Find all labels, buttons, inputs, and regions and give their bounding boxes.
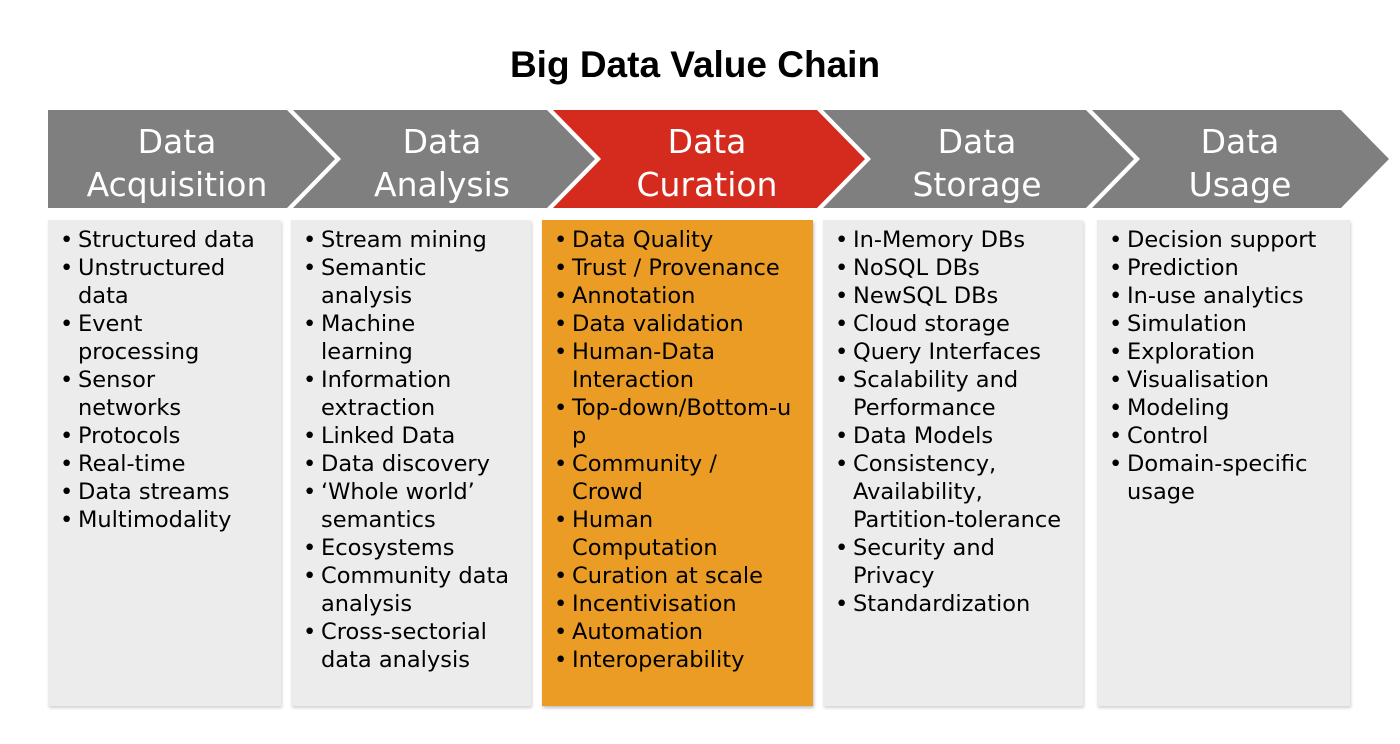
list-item: Data streams [60,478,275,506]
list-item: Interoperability [554,646,807,674]
list-item: Standardization [835,590,1077,618]
list-item: Information extraction [303,366,481,422]
item-list: Structured data Unstructured data Event … [60,226,275,534]
panel-acquisition: Structured data Unstructured data Event … [48,220,281,706]
stage-arrow-analysis [293,110,595,208]
stage-label-line2: Storage [912,165,1042,204]
item-list: Data Quality Trust / Provenance Annotati… [554,226,807,674]
list-item: Prediction [1109,254,1344,282]
list-item: Exploration [1109,338,1344,366]
list-item: Query Interfaces [835,338,1077,366]
list-item: Cloud storage [835,310,1077,338]
list-item: Structured data [60,226,268,254]
stage-arrow-storage [823,110,1134,208]
list-item: Curation at scale [554,562,807,590]
list-item: NoSQL DBs [835,254,1077,282]
list-item: In-Memory DBs [835,226,1077,254]
list-item: Trust / Provenance [554,254,807,282]
list-item: Simulation [1109,310,1344,338]
list-item: Visualisation [1109,366,1344,394]
stage-label-line2: Analysis [374,165,510,204]
list-item: Scalability and Performance [835,366,1033,422]
list-item: Linked Data [303,422,525,450]
list-item: Annotation [554,282,807,310]
list-item: Consistency, Availability, Partition-tol… [835,450,1083,534]
list-item: Decision support [1109,226,1344,254]
list-item: Domain-specific usage [1109,450,1327,506]
stage-arrow-curation [553,110,865,208]
stage-label-line2: Usage [1188,165,1292,204]
item-list: Stream mining Semantic analysis Machine … [303,226,525,674]
list-item: Control [1109,422,1344,450]
stage-label-line1: Data [937,122,1017,161]
list-item: Human-Data Interaction [554,338,742,394]
list-item: Data Quality [554,226,807,254]
list-item: Modeling [1109,394,1344,422]
stage-label-line2: Curation [636,165,778,204]
stage-label-line1: Data [1200,122,1280,161]
panel-storage: In-Memory DBs NoSQL DBs NewSQL DBs Cloud… [823,220,1083,706]
panel-analysis: Stream mining Semantic analysis Machine … [291,220,531,706]
list-item: Data discovery [303,450,525,478]
list-item: Protocols [60,422,275,450]
list-item: NewSQL DBs [835,282,1077,310]
list-item: Security and Privacy [835,534,1013,590]
list-item: Community data analysis [303,562,521,618]
list-item: Multimodality [60,506,275,534]
stage-label-line1: Data [667,122,747,161]
stage-label-line1: Data [402,122,482,161]
list-item: Top-down/Bottom-up [554,394,802,450]
list-item: Semantic analysis [303,254,471,310]
item-list: Decision support Prediction In-use analy… [1109,226,1344,506]
panel-curation: Data Quality Trust / Provenance Annotati… [542,220,813,706]
list-item: Sensor networks [60,366,228,422]
list-item: Community / Crowd [554,450,732,506]
stage-label-line1: Data [137,122,217,161]
list-item: Cross-sectorial data analysis [303,618,511,674]
list-item: Data Models [835,422,1077,450]
list-item: Ecosystems [303,534,525,562]
diagram-title: Big Data Value Chain [509,44,881,85]
list-item: In-use analytics [1109,282,1344,310]
list-item: Event processing [60,310,228,366]
list-item: Incentivisation [554,590,807,618]
list-item: Automation [554,618,807,646]
item-list: In-Memory DBs NoSQL DBs NewSQL DBs Cloud… [835,226,1077,618]
list-item: Human Computation [554,506,742,562]
stage-arrow-acquisition [48,110,335,208]
list-item: Machine learning [303,310,471,366]
list-item: ‘Whole world’ semantics [303,478,511,534]
list-item: Unstructured data [60,254,268,310]
list-item: Stream mining [303,226,525,254]
stage-arrow-usage [1092,110,1389,208]
list-item: Data validation [554,310,807,338]
stage-label-line2: Acquisition [86,165,268,204]
panel-usage: Decision support Prediction In-use analy… [1097,220,1350,706]
list-item: Real-time [60,450,275,478]
